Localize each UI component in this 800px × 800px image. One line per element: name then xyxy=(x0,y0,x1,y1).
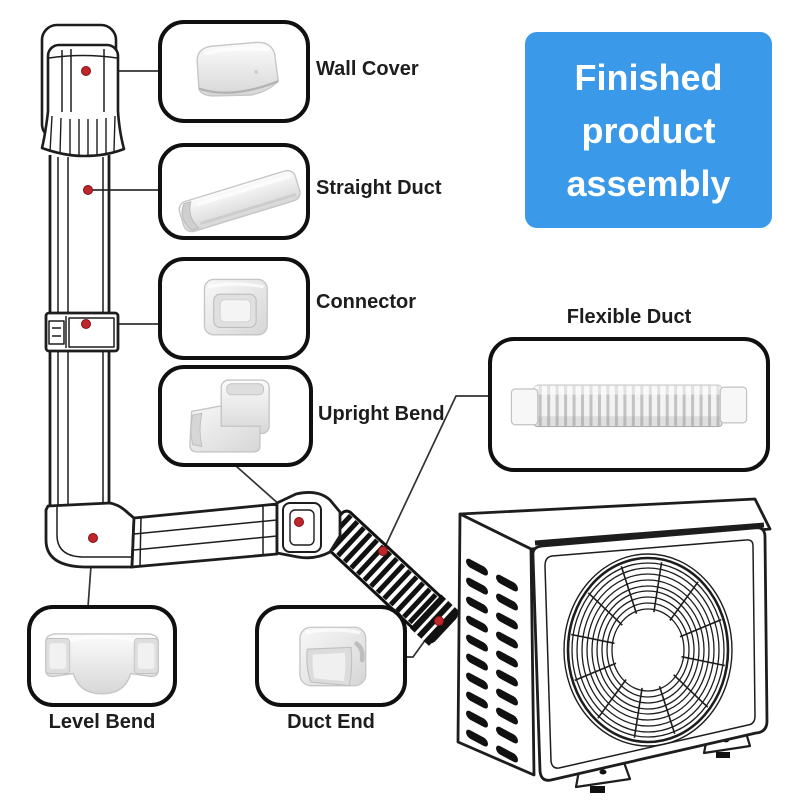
callout-wall-cover xyxy=(158,20,310,123)
horizontal-duct-drawing xyxy=(130,502,279,569)
banner-line-1: Finished xyxy=(574,56,723,98)
wall-cover-drawing xyxy=(40,23,126,158)
connector-label: Connector xyxy=(316,291,416,313)
callout-straight-duct xyxy=(158,143,310,240)
marker-dot-straight-duct xyxy=(83,185,93,195)
marker-dot-upright-bend xyxy=(294,517,304,527)
upright-bend-drawing xyxy=(275,491,342,560)
duct-end-photo xyxy=(299,626,367,687)
level-bend-label: Level Bend xyxy=(48,711,156,733)
callout-upright-bend xyxy=(158,365,313,467)
duct-end-label: Duct End xyxy=(287,711,375,733)
connector-photo xyxy=(203,278,268,336)
wall-cover-photo xyxy=(196,41,280,97)
wall-cover-label: Wall Cover xyxy=(316,58,419,80)
marker-dot-wall-cover xyxy=(81,66,91,76)
marker-dot-duct-end xyxy=(434,616,444,626)
marker-dot-connector xyxy=(81,319,91,329)
connector-band-drawing xyxy=(44,311,120,353)
upright-bend-label: Upright Bend xyxy=(318,403,445,425)
level-bend-photo xyxy=(45,633,159,695)
banner-line-3: assembly xyxy=(566,162,731,204)
callout-level-bend xyxy=(27,605,177,707)
callout-flexible-duct xyxy=(488,337,770,472)
banner-line-2: product xyxy=(581,109,716,151)
finished-product-banner: Finished product assembly xyxy=(525,32,772,228)
upright-bend-photo xyxy=(189,379,270,453)
straight-duct-photo xyxy=(178,169,301,233)
ac-unit-drawing xyxy=(456,497,772,793)
callout-duct-end xyxy=(255,605,407,707)
fan-grille xyxy=(563,553,733,747)
side-louvers xyxy=(466,558,518,763)
flexible-duct-label: Flexible Duct xyxy=(566,306,692,328)
fan-spokes xyxy=(571,562,725,738)
marker-dots xyxy=(81,66,444,626)
flexible-duct-photo xyxy=(510,384,748,428)
marker-dot-flexible-duct xyxy=(378,546,388,556)
straight-duct-label: Straight Duct xyxy=(316,177,442,199)
marker-dot-level-bend xyxy=(88,533,98,543)
callout-connector xyxy=(158,257,310,360)
